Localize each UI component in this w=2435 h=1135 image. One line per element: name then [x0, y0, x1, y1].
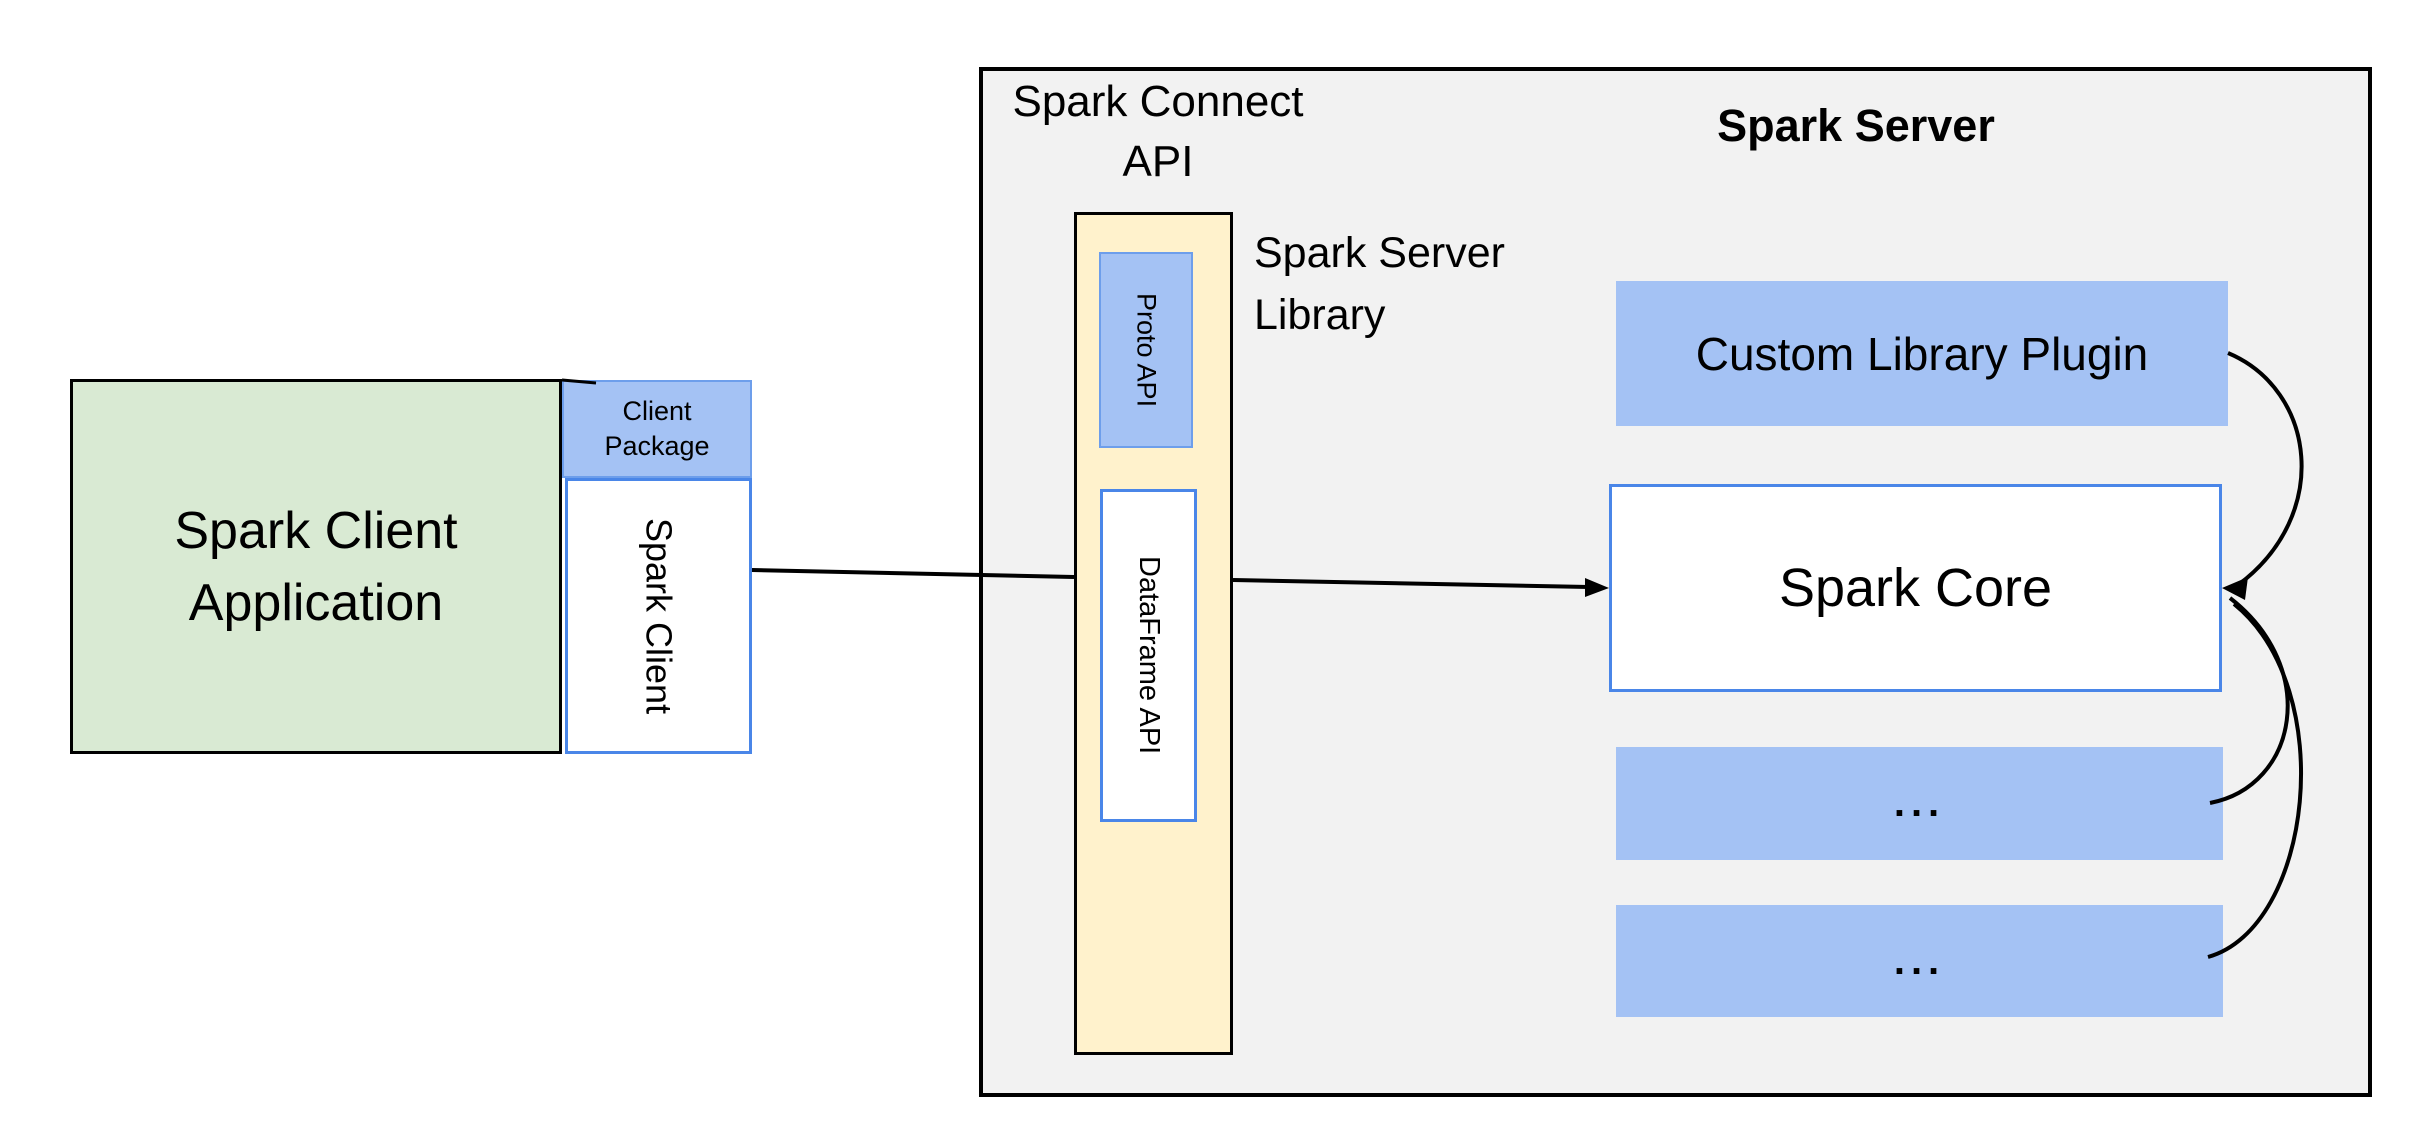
spark-client-application-label: Spark Client Application	[174, 501, 458, 632]
spark-client-label: Spark Client	[638, 517, 680, 715]
client-package-label: Client Package	[604, 396, 710, 461]
client-package-box: Client Package	[562, 380, 752, 478]
spark-server-library-label: Spark Server Library	[1254, 229, 1505, 339]
spark-connect-api-label: Spark Connect API	[1012, 77, 1304, 186]
ellipsis-label-2: ...	[1893, 938, 1946, 983]
dataframe-api-label: DataFrame API	[1133, 556, 1165, 755]
proto-api-box: Proto API	[1099, 252, 1193, 448]
plugin-placeholder-box-2: ...	[1616, 905, 2223, 1017]
spark-server-title: Spark Server	[1717, 100, 1995, 151]
custom-library-plugin-box: Custom Library Plugin	[1616, 281, 2228, 426]
spark-core-label: Spark Core	[1778, 558, 2053, 618]
spark-client-application-box: Spark Client Application	[70, 379, 562, 754]
custom-library-plugin-label: Custom Library Plugin	[1695, 327, 2149, 380]
proto-api-label: Proto API	[1131, 292, 1162, 408]
plugin-placeholder-box-1: ...	[1616, 747, 2223, 860]
spark-client-box: Spark Client	[565, 478, 752, 754]
dataframe-api-box: DataFrame API	[1100, 489, 1197, 822]
ellipsis-label-1: ...	[1893, 781, 1946, 825]
spark-core-box: Spark Core	[1609, 484, 2222, 692]
